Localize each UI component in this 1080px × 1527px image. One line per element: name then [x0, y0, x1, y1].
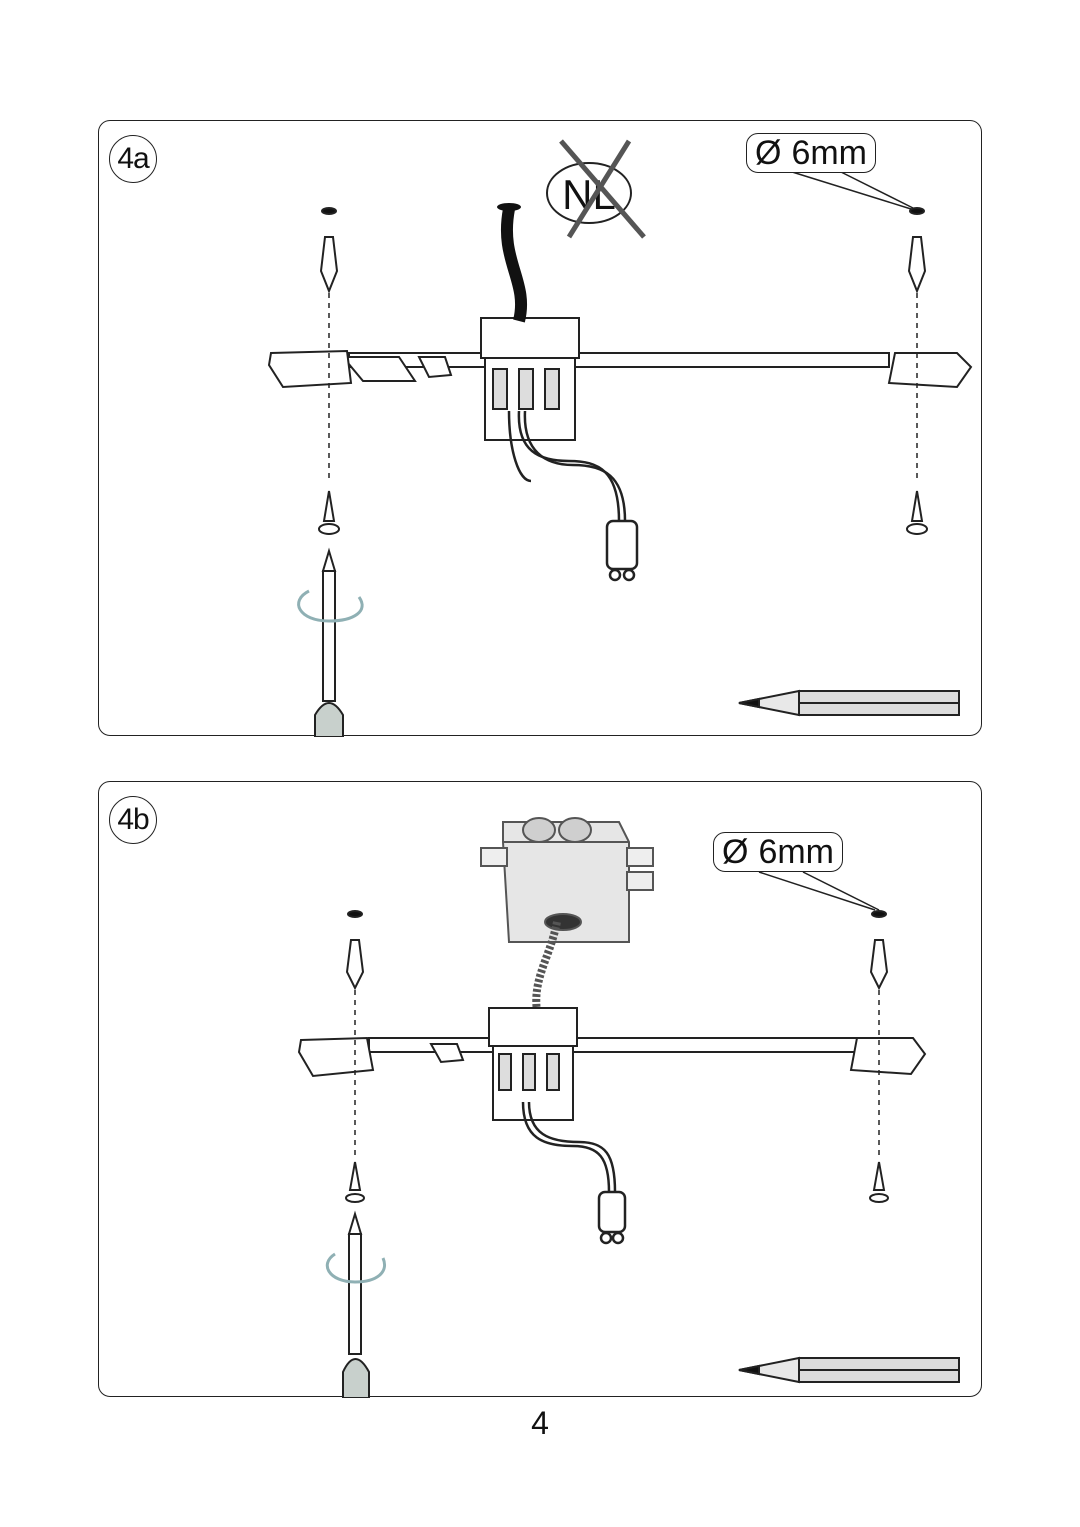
mains-cable: [500, 207, 528, 323]
step-4a-panel: NL: [98, 120, 982, 737]
drill-size: 6mm: [758, 833, 835, 871]
wall-plug-icon: [907, 207, 927, 294]
screw-icon: [318, 490, 340, 535]
pencil-icon: [738, 689, 960, 717]
wall-plug-icon: [869, 910, 889, 991]
page-number: 4: [531, 1405, 549, 1441]
ceiling-hole: [497, 203, 521, 211]
connector-plug-icon: [507, 410, 639, 582]
terminal-block: [480, 317, 580, 441]
pencil-icon: [738, 1356, 960, 1384]
callout-leader: [758, 871, 880, 911]
wall-plug-icon: [319, 207, 339, 294]
diameter-symbol: Ø: [755, 134, 782, 172]
step-number-badge: 4b: [109, 796, 157, 844]
mounting-bar: [297, 1036, 927, 1078]
screw-icon: [869, 1161, 889, 1203]
junction-box-icon: [480, 817, 654, 943]
step-4b-illustration: [297, 817, 960, 1398]
screw-icon: [345, 1161, 365, 1203]
connector-plug-icon: [521, 1101, 627, 1245]
step-4a-illustration: NL: [267, 139, 973, 737]
step-number-badge: 4a: [109, 135, 157, 183]
rotation-arrow-icon: [325, 1252, 386, 1284]
rotation-arrow-icon: [297, 589, 364, 623]
screwdriver-icon: [314, 547, 344, 737]
mounting-bar: [267, 349, 973, 389]
screwdriver-icon: [342, 1210, 370, 1398]
callout-leader: [788, 170, 916, 210]
diameter-symbol: Ø: [722, 833, 749, 871]
terminal-block: [488, 1007, 578, 1121]
no-nl-icon: NL: [546, 139, 646, 239]
drill-size: 6mm: [791, 134, 868, 172]
wall-plug-icon: [345, 910, 365, 991]
screw-icon: [906, 490, 928, 535]
